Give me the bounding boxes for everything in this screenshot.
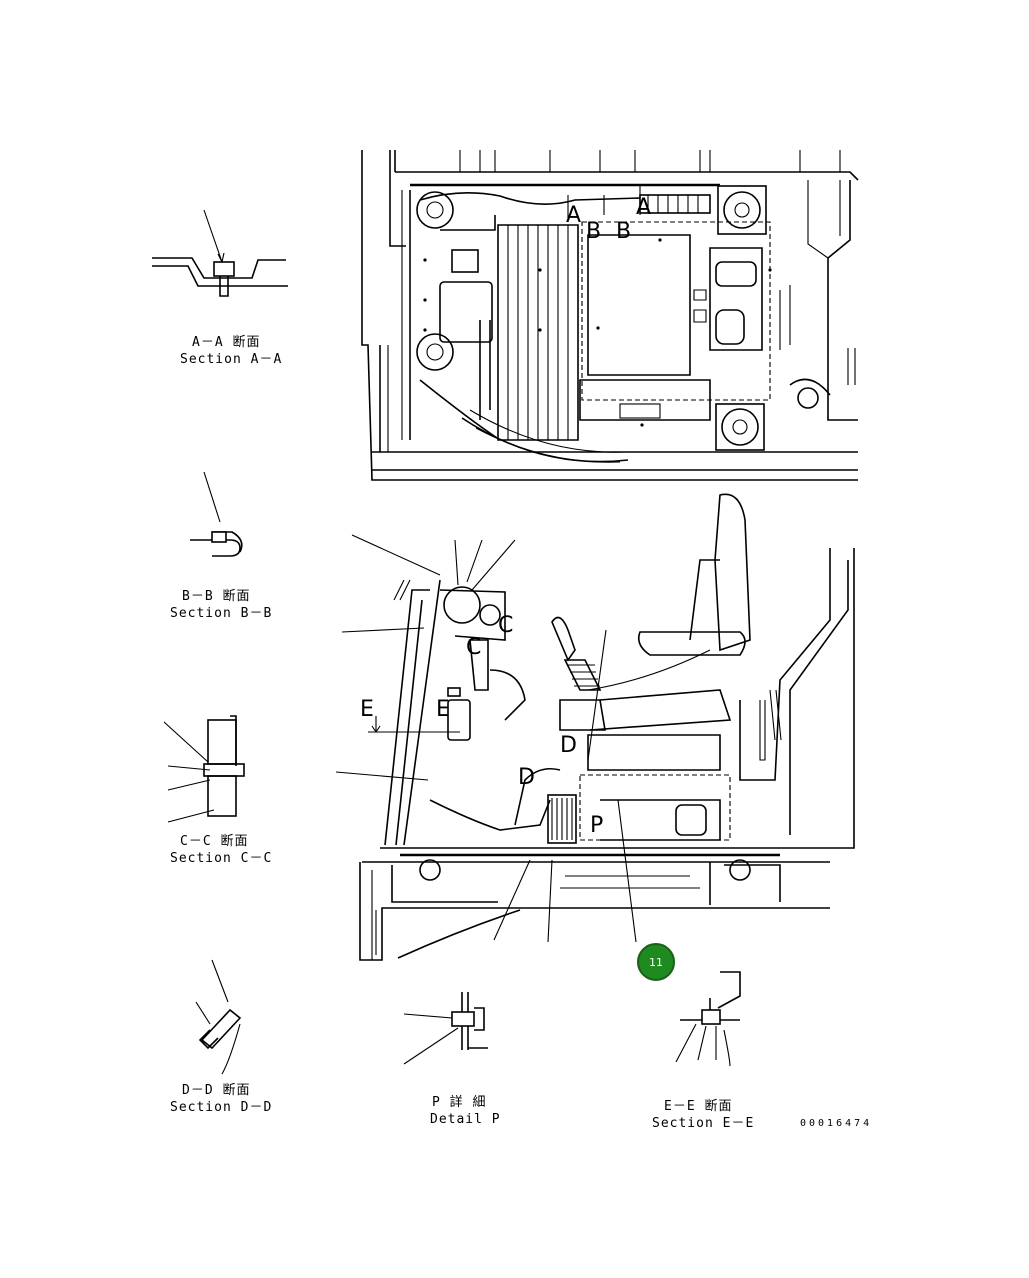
section-c-c-title-en: Section C－C: [170, 851, 272, 866]
section-c-c: C－C 断面 Section C－C: [163, 715, 272, 866]
view-letter-a: A: [566, 203, 581, 228]
drawing-number: 00016474: [800, 1118, 872, 1129]
top-plan-view: A A B B: [361, 150, 859, 481]
section-b-b-title-jp: B－B 断面: [182, 589, 250, 604]
section-b-b: B－B 断面 Section B－B: [170, 471, 272, 621]
section-a-a: A－A 断面 Section A－A: [152, 209, 288, 367]
section-e-e-title-jp: E－E 断面: [664, 1099, 732, 1114]
section-e-e: E－E 断面 Section E－E: [652, 971, 754, 1131]
section-a-a-title-en: Section A－A: [180, 352, 282, 367]
section-e-e-title-en: Section E－E: [652, 1116, 754, 1131]
view-letter-a: A: [636, 195, 651, 220]
view-letter-e: E: [360, 697, 374, 722]
section-c-c-title-jp: C－C 断面: [180, 834, 248, 849]
section-d-d: D－D 断面 Section D－D: [170, 959, 272, 1115]
view-letter-d: D: [518, 765, 535, 790]
section-d-d-title-jp: D－D 断面: [182, 1083, 250, 1098]
callout-circle[interactable]: [637, 943, 675, 981]
view-letter-c: C: [466, 635, 481, 660]
callout-number: 11: [649, 956, 663, 969]
callout-11[interactable]: 11: [637, 943, 675, 981]
section-d-d-title-en: Section D－D: [170, 1100, 272, 1115]
detail-p: P 詳 細 Detail P: [403, 992, 501, 1127]
view-letter-p: P: [590, 813, 603, 838]
view-letter-e: E: [436, 697, 450, 722]
view-letter-c: C: [498, 613, 513, 638]
detail-p-title-en: Detail P: [430, 1112, 501, 1127]
view-letter-b: B: [586, 219, 601, 244]
view-letter-d: D: [560, 733, 577, 758]
section-b-b-title-en: Section B－B: [170, 606, 272, 621]
section-a-a-title-jp: A－A 断面: [192, 335, 260, 350]
detail-p-title-jp: P 詳 細: [432, 1094, 486, 1110]
side-elevation-view: E E C C D D P: [335, 493, 855, 961]
view-letter-b: B: [616, 219, 631, 244]
